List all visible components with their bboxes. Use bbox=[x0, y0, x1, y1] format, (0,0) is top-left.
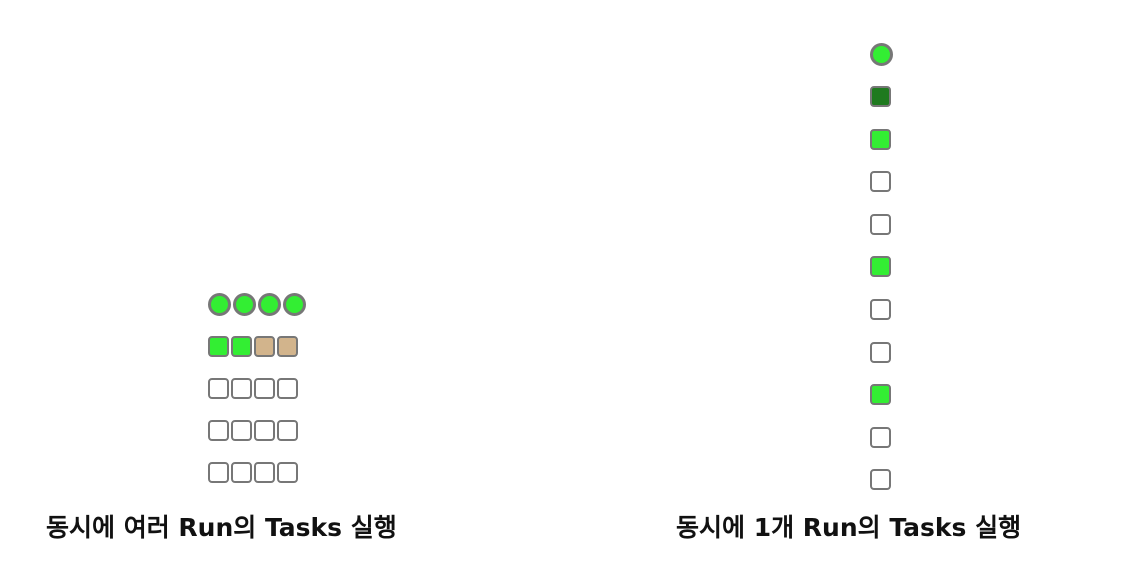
single-run-run-status-row bbox=[870, 42, 893, 66]
multi-run-run-status-row bbox=[208, 292, 306, 316]
single-run-task-instance-square[interactable] bbox=[870, 213, 891, 235]
multi-run-caption: 동시에 여러 Run의 Tasks 실행 bbox=[46, 513, 397, 542]
single-run-task-row bbox=[870, 298, 893, 322]
single-run-task-row bbox=[870, 468, 893, 492]
single-run-task-row bbox=[870, 255, 893, 279]
single-run-task-instance-square[interactable] bbox=[870, 86, 891, 108]
multi-run-task-row bbox=[208, 376, 306, 400]
multi-run-task-instance-square[interactable] bbox=[277, 419, 298, 441]
multi-run-task-instance-square[interactable] bbox=[277, 335, 298, 357]
single-run-task-instance-square[interactable] bbox=[870, 469, 891, 491]
multi-run-task-instance-square[interactable] bbox=[208, 419, 229, 441]
multi-run-task-instance-square[interactable] bbox=[254, 335, 275, 357]
multi-run-panel: 동시에 여러 Run의 Tasks 실행 bbox=[0, 0, 520, 584]
multi-run-task-instance-square[interactable] bbox=[208, 377, 229, 399]
multi-run-run-status-circle[interactable] bbox=[233, 292, 256, 316]
multi-run-task-instance-square[interactable] bbox=[231, 461, 252, 483]
multi-run-task-instance-square[interactable] bbox=[208, 335, 229, 357]
single-run-task-instance-square[interactable] bbox=[870, 256, 891, 278]
single-run-task-row bbox=[870, 127, 893, 151]
multi-run-task-instance-square[interactable] bbox=[231, 419, 252, 441]
single-run-task-row bbox=[870, 383, 893, 407]
multi-run-run-status-circle[interactable] bbox=[258, 292, 281, 316]
single-run-task-instance-square[interactable] bbox=[870, 384, 891, 406]
multi-run-task-instance-square[interactable] bbox=[277, 461, 298, 483]
multi-run-task-instance-square[interactable] bbox=[254, 419, 275, 441]
single-run-task-row bbox=[870, 212, 893, 236]
single-run-task-instance-square[interactable] bbox=[870, 128, 891, 150]
single-run-task-instance-square[interactable] bbox=[870, 299, 891, 321]
multi-run-task-row bbox=[208, 460, 306, 484]
multi-run-task-instance-square[interactable] bbox=[254, 461, 275, 483]
multi-run-task-row bbox=[208, 334, 306, 358]
single-run-run-status-circle[interactable] bbox=[870, 42, 893, 66]
single-run-caption: 동시에 1개 Run의 Tasks 실행 bbox=[676, 513, 1022, 542]
multi-run-task-instance-square[interactable] bbox=[231, 377, 252, 399]
multi-run-run-status-circle[interactable] bbox=[283, 292, 306, 316]
single-run-task-row bbox=[870, 85, 893, 109]
multi-run-run-status-circle[interactable] bbox=[208, 292, 231, 316]
single-run-task-instance-square[interactable] bbox=[870, 426, 891, 448]
multi-run-task-row bbox=[208, 418, 306, 442]
multi-run-task-instance-square[interactable] bbox=[208, 461, 229, 483]
single-run-task-row bbox=[870, 425, 893, 449]
single-run-task-instance-square[interactable] bbox=[870, 341, 891, 363]
single-run-task-row bbox=[870, 340, 893, 364]
single-run-task-instance-square[interactable] bbox=[870, 171, 891, 193]
single-run-grid bbox=[870, 42, 893, 511]
multi-run-grid bbox=[208, 292, 306, 502]
multi-run-task-instance-square[interactable] bbox=[277, 377, 298, 399]
single-run-task-row bbox=[870, 170, 893, 194]
multi-run-task-instance-square[interactable] bbox=[254, 377, 275, 399]
multi-run-task-instance-square[interactable] bbox=[231, 335, 252, 357]
